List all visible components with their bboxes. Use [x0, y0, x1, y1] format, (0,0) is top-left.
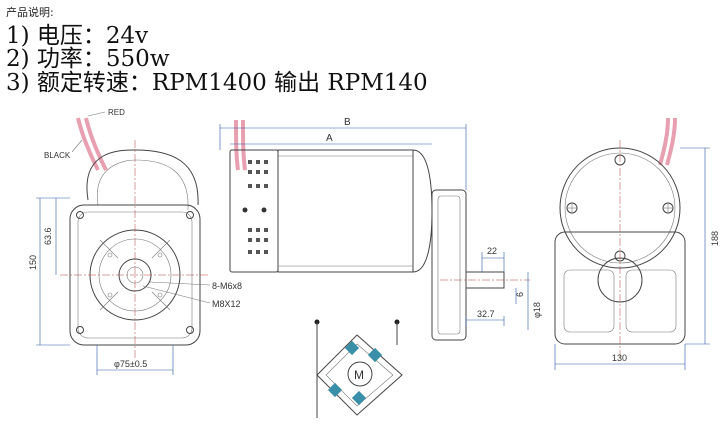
- mounting-hole: [76, 326, 84, 334]
- side-wire: [234, 119, 240, 171]
- wire-black-label: BLACK: [44, 151, 71, 160]
- rear-wire: [665, 117, 677, 166]
- dim-b: B: [344, 117, 351, 128]
- rear-wire: [658, 117, 670, 166]
- spec-speed: 3) 额定转速：RPM1400 输出 RPM140: [6, 70, 428, 96]
- side-gearbox: [431, 189, 467, 341]
- rear-view: 188 130: [554, 117, 720, 370]
- side-view: B A 22 6 φ18 32.7: [219, 117, 542, 341]
- mounting-hole: [186, 326, 194, 334]
- red-wire: [76, 117, 100, 171]
- motor-end-cap: [412, 149, 433, 273]
- side-wire: [241, 119, 247, 171]
- dim-shaft-diameter: φ18: [532, 302, 542, 318]
- motor-symbol-label: M: [354, 368, 364, 382]
- product-description-label: 产品说明:: [6, 6, 54, 19]
- dim-rear-width: 130: [612, 353, 627, 363]
- terminal-vents: [248, 160, 268, 254]
- motor-symbol: [347, 361, 373, 387]
- dim-front-diameter: φ75±0.5: [114, 359, 147, 369]
- black-wire: [84, 117, 108, 171]
- motor-schematic: M: [314, 319, 403, 418]
- dim-front-center: 63.6: [43, 227, 53, 245]
- dim-thread-label: M8X12: [212, 299, 241, 309]
- dim-6: 6: [515, 292, 525, 297]
- dim-bolts-label: 8-M6x8: [212, 281, 242, 291]
- motor-housing-outline: [86, 149, 199, 206]
- dim-front-height: 150: [28, 255, 38, 270]
- spec-voltage: 1) 电压：24v: [6, 23, 149, 49]
- mounting-hole: [76, 211, 84, 219]
- dim-22: 22: [487, 246, 497, 256]
- motor-body: [277, 149, 414, 273]
- mounting-hole: [186, 211, 194, 219]
- front-view: RED BLACK 150 63.6: [28, 108, 242, 375]
- rear-screw: [614, 250, 626, 262]
- wire-red-label: RED: [108, 108, 125, 117]
- dim-32-7: 32.7: [477, 309, 495, 319]
- schematic-bridge: [316, 334, 403, 416]
- spec-power: 2) 功率：550w: [6, 46, 170, 72]
- dim-rear-height: 188: [710, 231, 720, 246]
- dim-a: A: [326, 133, 333, 144]
